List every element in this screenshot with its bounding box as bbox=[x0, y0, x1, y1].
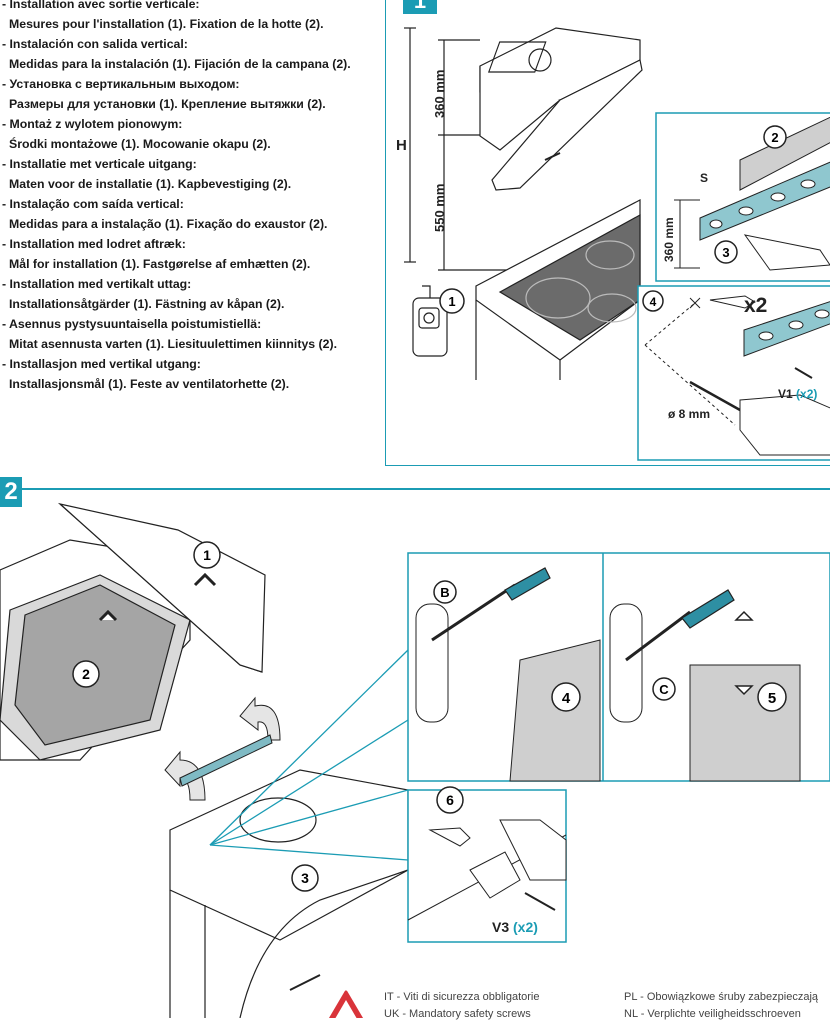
dim-bottom-label: 550 mm bbox=[432, 184, 447, 232]
line-nl-title: - Installatie met verticale uitgang: bbox=[2, 157, 197, 171]
section1-frame bbox=[385, 0, 830, 466]
svg-text:1: 1 bbox=[448, 294, 455, 309]
line-sv-title: - Installation med vertikalt uttag: bbox=[2, 277, 192, 291]
screw-detail-inset bbox=[407, 552, 830, 782]
svg-text:1: 1 bbox=[203, 547, 211, 563]
line-fi-title: - Asennus pystysuuntaisella poistumistie… bbox=[2, 317, 262, 331]
footer-uk: UK - Mandatory safety screws bbox=[384, 1008, 531, 1020]
svg-text:5: 5 bbox=[768, 690, 776, 707]
line-da-title: - Installation med lodret aftræk: bbox=[2, 237, 186, 251]
line-pt-body: Medidas para a instalação (1). Fixação d… bbox=[9, 217, 328, 231]
section2-badge: 2 bbox=[0, 477, 22, 507]
step2-circle-icon: 2 bbox=[763, 125, 787, 149]
svg-text:2: 2 bbox=[771, 130, 778, 145]
svg-text:4: 4 bbox=[650, 295, 657, 309]
line-no-body: Installasjonsmål (1). Feste av ventilato… bbox=[9, 377, 290, 391]
hood-filter-drawing bbox=[0, 502, 266, 761]
step2-sec2-circle-icon: 2 bbox=[72, 660, 100, 688]
v3-label: V3 (x2) bbox=[492, 919, 538, 935]
step5-sec2-circle-icon: 5 bbox=[757, 682, 787, 712]
rotate-arrows bbox=[164, 696, 281, 801]
step1-circle-icon: 1 bbox=[439, 288, 465, 314]
line-fr-title: - Installation avec sortie verticale: bbox=[2, 0, 200, 11]
footer-it: IT - Viti di sicurezza obbligatorie bbox=[384, 991, 540, 1003]
v1-label: V1 (x2) bbox=[778, 387, 817, 401]
line-no-title: - Installasjon med vertikal utgang: bbox=[2, 357, 201, 371]
svg-text:B: B bbox=[440, 585, 449, 600]
s-label: S bbox=[700, 171, 708, 185]
b-label-circle-icon: B bbox=[433, 580, 457, 604]
line-pl-title: - Montaż z wylotem pionowym: bbox=[2, 117, 183, 131]
line-da-body: Mål for installation (1). Fastgørelse af… bbox=[9, 257, 311, 271]
step1-sec2-circle-icon: 1 bbox=[193, 541, 221, 569]
dim-top-label: 360 mm bbox=[432, 70, 447, 118]
step4-sec2-circle-icon: 4 bbox=[551, 682, 581, 712]
line-ru-title: - Установка с вертикальным выходом: bbox=[2, 77, 240, 91]
step3-sec2-circle-icon: 3 bbox=[291, 864, 319, 892]
line-es-body: Medidas para la instalación (1). Fijació… bbox=[9, 57, 351, 71]
footer-pl: PL - Obowiązkowe śruby zabezpieczają bbox=[624, 991, 819, 1003]
drill-size-label: ø 8 mm bbox=[668, 407, 710, 421]
svg-text:3: 3 bbox=[301, 870, 309, 886]
callout-leaders bbox=[209, 649, 409, 861]
instruction-list: - Installation avec sortie verticale: Me… bbox=[0, 0, 384, 394]
svg-text:4: 4 bbox=[562, 690, 571, 707]
svg-text:2: 2 bbox=[82, 666, 90, 682]
line-ru-body: Размеры для установки (1). Крепление выт… bbox=[9, 97, 326, 111]
c-label-circle-icon: C bbox=[652, 677, 676, 701]
section2-rule bbox=[22, 488, 830, 490]
step4-circle-icon: 4 bbox=[642, 290, 664, 312]
footer-nl: NL - Verplichte veiligheidsschroeven bbox=[624, 1008, 801, 1020]
line-es-title: - Instalación con salida vertical: bbox=[2, 37, 188, 51]
svg-text:3: 3 bbox=[722, 245, 729, 260]
line-sv-body: Installationsåtgärder (1). Fästning av k… bbox=[9, 297, 285, 311]
svg-text:6: 6 bbox=[446, 792, 454, 808]
step3-circle-icon: 3 bbox=[714, 240, 738, 264]
warning-icon bbox=[328, 990, 364, 1018]
drilling-inset bbox=[637, 285, 830, 461]
x2-label: x2 bbox=[744, 294, 767, 317]
line-pt-title: - Instalação com saída vertical: bbox=[2, 197, 184, 211]
step6-sec2-circle-icon: 6 bbox=[436, 786, 464, 814]
hood-body-drawing bbox=[169, 769, 409, 1018]
line-pl-body: Środki montażowe (1). Mocowanie okapu (2… bbox=[9, 137, 271, 151]
section1-badge: 1 bbox=[403, 0, 437, 14]
height-label: H bbox=[396, 137, 407, 154]
dim-side-label: 360 mm bbox=[662, 217, 676, 262]
bracket-inset bbox=[655, 112, 830, 282]
hood-measure-drawing bbox=[404, 27, 643, 380]
svg-text:C: C bbox=[659, 682, 669, 697]
line-fi-body: Mitat asennusta varten (1). Liesituulett… bbox=[9, 337, 337, 351]
line-fr-body: Mesures pour l'installation (1). Fixatio… bbox=[9, 17, 324, 31]
safety-screw-inset bbox=[407, 789, 567, 943]
line-nl-body: Maten voor de installatie (1). Kapbevest… bbox=[9, 177, 292, 191]
